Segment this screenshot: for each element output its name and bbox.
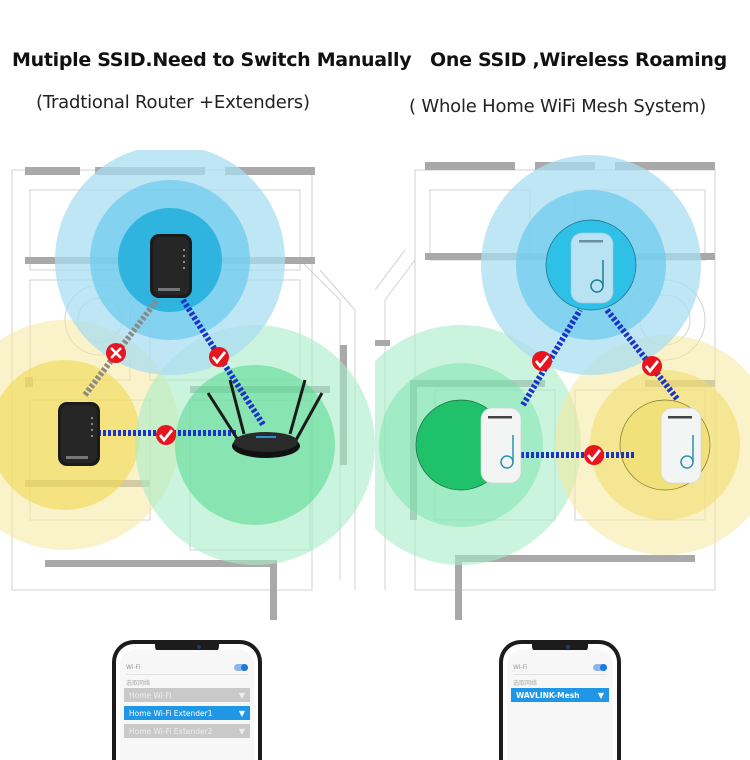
left-subtitle: (Tradtional Router +Extenders) [36, 92, 310, 113]
wifi-signal-icon: ▼ [597, 690, 604, 700]
wifi-label: Wi-Fi [513, 663, 528, 671]
network-item-selected[interactable]: WAVLINK-Mesh▼ [511, 688, 609, 702]
black-extender-left [58, 402, 100, 466]
check-mark-icon [532, 351, 552, 371]
wifi-label: Wi-Fi [126, 663, 141, 671]
choose-network-label: 选取网络 [513, 680, 538, 687]
right-phone: Wi-Fi 选取网络 WAVLINK-Mesh▼ [499, 640, 621, 760]
network-item[interactable]: Home Wi-Fi Extender2▼ [124, 724, 250, 738]
wifi-toggle[interactable] [593, 663, 607, 671]
wifi-toggle-row[interactable]: Wi-Fi [126, 660, 248, 675]
phone-screen: Wi-Fi 选取网络 Home Wi-Fi▼ Home Wi-Fi Extend… [120, 650, 254, 760]
mesh-node-right [660, 407, 702, 484]
wifi-signal-icon: ▼ [238, 690, 245, 700]
check-mark-icon [209, 347, 229, 367]
right-subtitle: ( Whole Home WiFi Mesh System) [409, 96, 707, 117]
wifi-signal-icon: ▼ [238, 726, 245, 736]
check-mark-icon [642, 356, 662, 376]
network-item-selected[interactable]: Home Wi-Fi Extender1▼ [124, 706, 250, 720]
phone-screen: Wi-Fi 选取网络 WAVLINK-Mesh▼ [507, 650, 613, 760]
right-diagram [375, 150, 750, 620]
check-mark-icon [156, 425, 176, 445]
network-item[interactable]: Home Wi-Fi▼ [124, 688, 250, 702]
black-router [206, 379, 324, 458]
black-extender-top [150, 234, 192, 298]
right-title: One SSID ,Wireless Roaming [430, 49, 727, 71]
check-mark-icon [584, 445, 604, 465]
choose-network-label: 选取网络 [126, 680, 151, 687]
left-phone: Wi-Fi 选取网络 Home Wi-Fi▼ Home Wi-Fi Extend… [112, 640, 262, 760]
mesh-node-top [570, 232, 614, 304]
mesh-node-left [480, 407, 522, 484]
wifi-signal-icon: ▼ [238, 708, 245, 718]
wifi-toggle[interactable] [234, 663, 248, 671]
x-mark-icon [106, 343, 126, 363]
left-diagram [0, 150, 375, 620]
left-title: Mutiple SSID.Need to Switch Manually [12, 49, 412, 71]
wifi-toggle-row[interactable]: Wi-Fi [513, 660, 607, 675]
